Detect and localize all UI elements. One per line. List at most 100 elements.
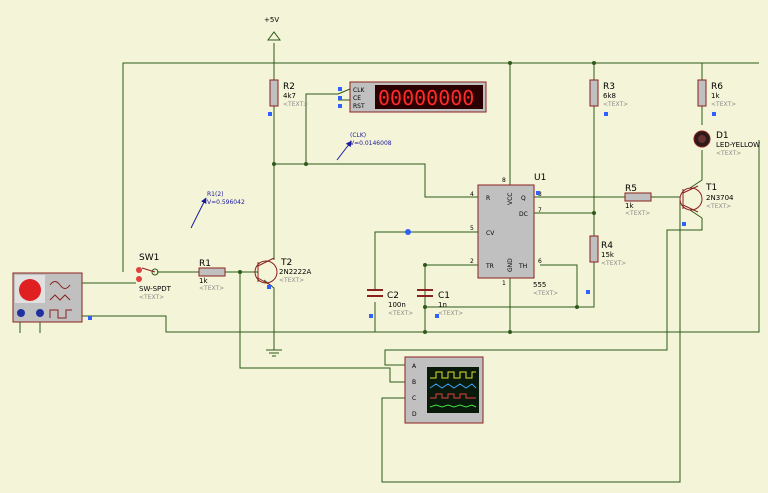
ic-555-u1[interactable]: U1 555 <TEXT> R Q DC CV TR TH VCC GND 4 …: [470, 173, 558, 297]
resistor-r4[interactable]: R4 15k <TEXT>: [589, 235, 626, 267]
r4-value: 15k: [601, 251, 615, 259]
scope-channel-a: A: [412, 363, 417, 370]
led-d1[interactable]: [693, 130, 711, 148]
scope-channel-b: B: [412, 379, 416, 386]
u1-pin-th: TH: [518, 263, 527, 270]
c2-value: 100n: [388, 301, 406, 309]
wire-t1-emitter: [689, 209, 703, 219]
resistor-r6[interactable]: R6 1k <TEXT>: [697, 79, 736, 108]
voltage-probe-r1[interactable]: R1(2) V=0.596042: [190, 191, 245, 229]
capacitor-c2[interactable]: [367, 289, 383, 297]
t2-text: <TEXT>: [279, 277, 304, 284]
r1-text: <TEXT>: [199, 285, 224, 292]
r2-text: <TEXT>: [283, 101, 308, 108]
wire-cv: [374, 231, 478, 290]
u1-pin-dc: DC: [519, 211, 528, 218]
resistor-r5[interactable]: R5 1k <TEXT>: [624, 184, 652, 217]
c1-value: 1n: [438, 301, 447, 309]
resistor-r1[interactable]: R1 1k <TEXT>: [198, 259, 226, 292]
r3-value: 6k8: [603, 92, 616, 100]
wire-clk-counter: [305, 93, 338, 164]
wire-led-t1: [689, 150, 703, 189]
wire-th: [540, 264, 578, 307]
u1-text: <TEXT>: [533, 290, 558, 297]
counter-pin-clk: CLK: [353, 87, 366, 94]
r3-text: <TEXT>: [603, 101, 628, 108]
r3-ref: R3: [603, 82, 615, 92]
sw1-value: SW-SPDT: [139, 285, 172, 293]
sw1-text: <TEXT>: [139, 294, 164, 301]
r5-value: 1k: [625, 202, 634, 210]
counter-pin-rst: RST: [353, 103, 365, 110]
d1-value: LED-YELLOW: [716, 141, 760, 149]
u1-pin-r: R: [486, 195, 490, 202]
counter-display[interactable]: CLK CE RST 00000000: [349, 81, 487, 113]
u1-pin-q: Q: [521, 195, 526, 202]
u1-value: 555: [533, 281, 546, 289]
c2-ref: C2: [387, 291, 399, 301]
wire-ground-bus: [82, 140, 760, 333]
u1-pinno-gnd: 1: [502, 280, 506, 287]
r5-text: <TEXT>: [625, 210, 650, 217]
t2-value: 2N2222A: [279, 268, 312, 276]
scope-channel-c: C: [412, 395, 416, 402]
u1-pinno-tr: 2: [470, 258, 474, 265]
r6-ref: R6: [711, 82, 723, 92]
r6-value: 1k: [711, 92, 720, 100]
transistor-t2[interactable]: [254, 257, 278, 287]
sw1-ref: SW1: [139, 253, 159, 263]
r1-ref: R1: [199, 259, 211, 269]
scope-channel-d: D: [412, 411, 417, 418]
supply-terminal[interactable]: +5V: [264, 16, 281, 41]
wire-clk-pin: [337, 88, 351, 95]
r1-value: 1k: [199, 277, 208, 285]
probe-clk-label: (CLK): [350, 132, 366, 139]
resistor-r3[interactable]: R3 6k8 <TEXT>: [589, 79, 628, 108]
c2-text: <TEXT>: [388, 310, 413, 317]
junction-dots: [238, 61, 596, 334]
t1-value: 2N3704: [706, 194, 734, 202]
u1-pinno-cv: 5: [470, 225, 474, 232]
counter-digits: 00000000: [378, 86, 474, 110]
oscilloscope[interactable]: A B C D: [404, 356, 484, 424]
ground-symbol: [266, 349, 282, 357]
u1-pinno-dc: 7: [538, 207, 542, 214]
u1-pinno-r: 4: [470, 191, 474, 198]
probe-r1-label: R1(2): [207, 191, 224, 198]
probe-clk-value: V=0.0146008: [350, 140, 392, 147]
t2-ref: T2: [280, 258, 292, 268]
supply-label: +5V: [264, 16, 279, 24]
wire-scope-c: [381, 200, 681, 483]
counter-pin-ce: CE: [353, 95, 361, 102]
u1-pin-tr: TR: [485, 263, 494, 270]
c1-text: <TEXT>: [438, 310, 463, 317]
r6-text: <TEXT>: [711, 101, 736, 108]
wire-t1-scope: [384, 218, 703, 366]
generator-knob[interactable]: [19, 279, 41, 301]
signal-generator[interactable]: [12, 272, 83, 333]
capacitor-c1[interactable]: [417, 289, 433, 297]
u1-pinno-vcc: 8: [502, 177, 506, 184]
d1-ref: D1: [716, 131, 729, 141]
t1-ref: T1: [705, 183, 717, 193]
r5-ref: R5: [625, 184, 637, 194]
resistor-r2[interactable]: R2 4k7 <TEXT>: [269, 79, 308, 108]
u1-pin-vcc: VCC: [507, 193, 514, 205]
wire-t2-emitter: [263, 279, 275, 350]
wire-clk-node: [274, 163, 478, 198]
transistor-t1[interactable]: [679, 185, 703, 213]
u1-ref: U1: [534, 173, 546, 183]
u1-pinno-th: 6: [538, 258, 542, 265]
voltage-probe-clk[interactable]: (CLK) V=0.0146008: [336, 132, 392, 161]
r4-text: <TEXT>: [601, 260, 626, 267]
u1-pin-cv: CV: [486, 230, 495, 237]
r4-ref: R4: [601, 241, 613, 251]
switch-sw1[interactable]: [136, 267, 159, 282]
r2-ref: R2: [283, 82, 295, 92]
u1-pin-gnd: GND: [507, 258, 514, 272]
wire-top-rail: [122, 62, 759, 272]
net-markers: [88, 87, 716, 320]
wire-scope-b: [239, 272, 405, 383]
